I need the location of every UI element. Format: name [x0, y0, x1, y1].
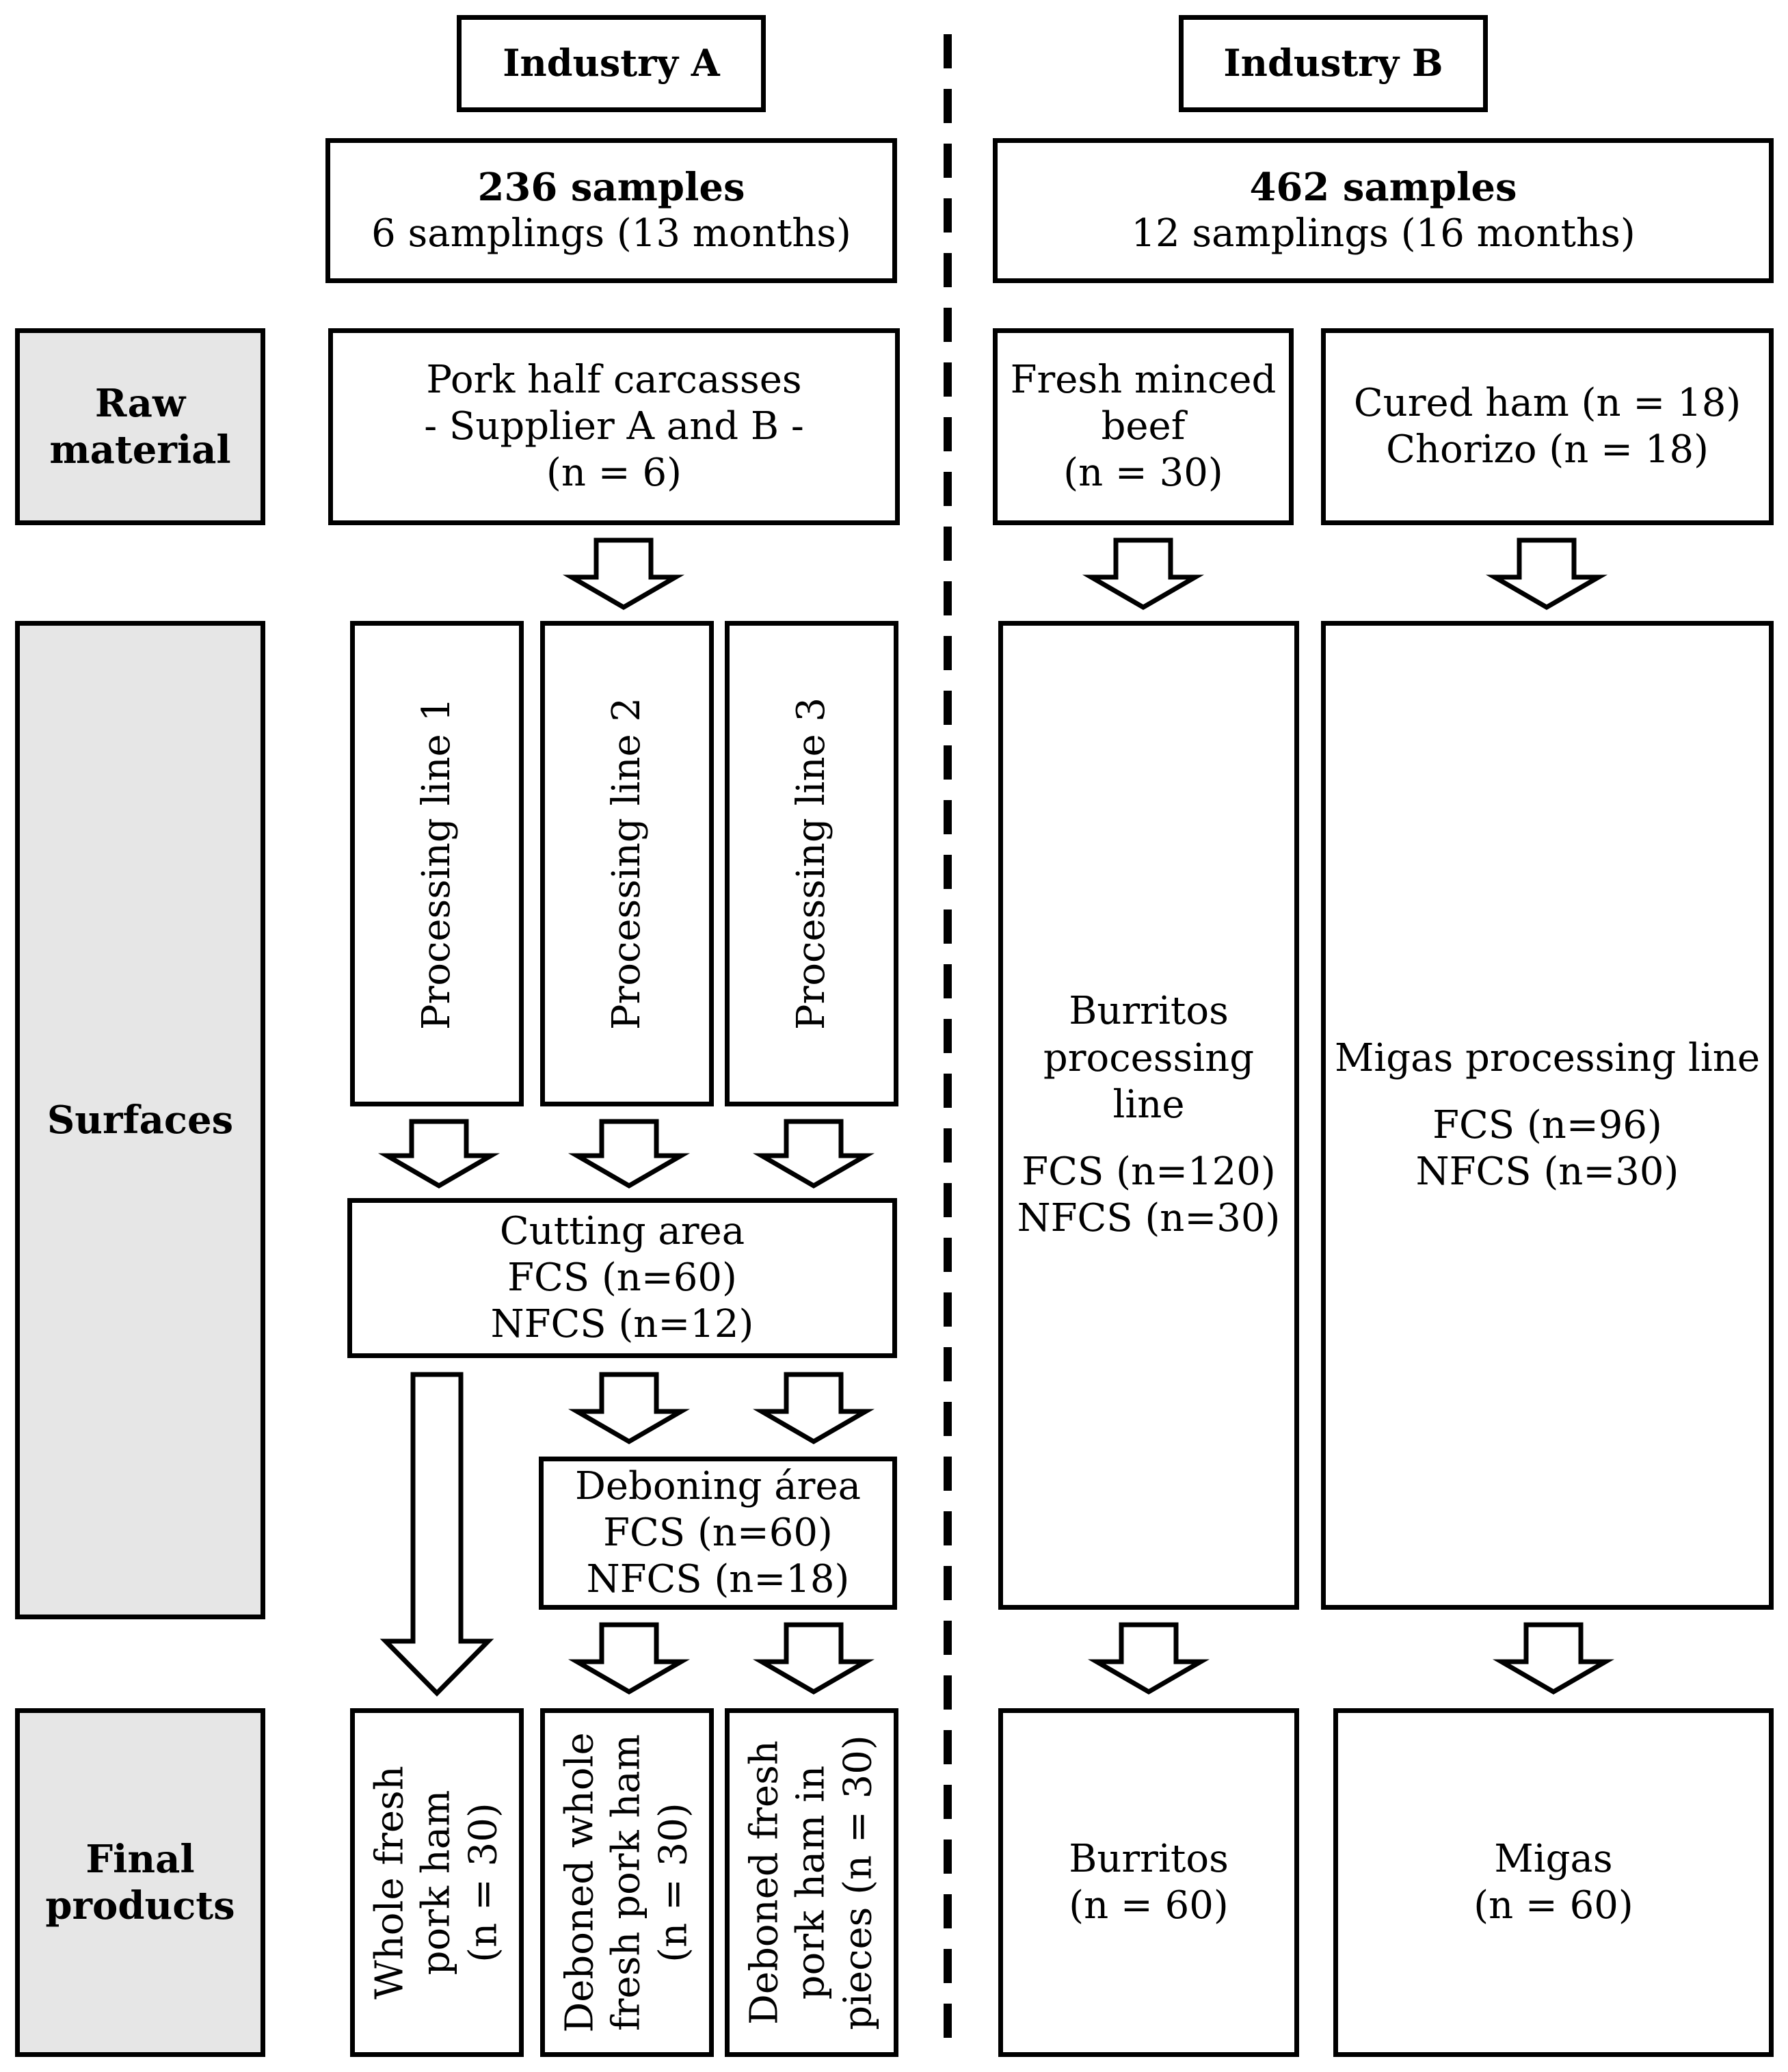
final-deboned-whole-ham: Deboned whole fresh pork ham (n = 30) [540, 1708, 714, 2057]
cutting-area-fcs: FCS (n=60) [507, 1255, 737, 1300]
migas-line-fcs: FCS (n=96) [1432, 1102, 1662, 1147]
arrow-down-icon [752, 1372, 875, 1445]
burritos-line-label-1: Burritos [1069, 989, 1229, 1034]
industry-b-title-text: Industry B [1223, 41, 1443, 85]
cutting-area: Cutting area FCS (n=60) NFCS (n=12) [347, 1198, 897, 1358]
industry-b-summary: 462 samples 12 samplings (16 months) [993, 138, 1774, 283]
arrow-down-icon [752, 1119, 875, 1189]
industry-a-samplings: 6 samplings (13 months) [371, 211, 851, 256]
deboning-area-fcs: FCS (n=60) [603, 1510, 833, 1555]
stage-final-products-line2: products [45, 1883, 235, 1928]
burritos-line-label-2: processing [1043, 1035, 1255, 1080]
processing-line-2: Processing line 2 [540, 621, 714, 1106]
raw-ham-chorizo: Cured ham (n = 18) Chorizo (n = 18) [1321, 328, 1774, 525]
migas-processing-line: Migas processing line FCS (n=96) NFCS (n… [1321, 621, 1774, 1610]
raw-pork-carcasses: Pork half carcasses - Supplier A and B -… [328, 328, 900, 525]
arrow-down-icon [562, 537, 685, 611]
stage-final-products-line1: Final [85, 1836, 195, 1882]
processing-line-3: Processing line 3 [725, 621, 898, 1106]
cutting-area-nfcs: NFCS (n=12) [490, 1302, 754, 1347]
arrow-down-icon [568, 1622, 691, 1695]
burritos-line-fcs: FCS (n=120) [1022, 1150, 1276, 1195]
raw-beef-n: (n = 30) [1063, 451, 1223, 496]
cutting-area-name: Cutting area [499, 1208, 745, 1253]
stage-raw-material-line2: material [49, 427, 231, 473]
industry-a-title: Industry A [457, 15, 766, 112]
final-burritos-n: (n = 60) [1069, 1883, 1229, 1928]
burritos-processing-line: Burritos processing line FCS (n=120) NFC… [998, 621, 1299, 1610]
arrow-down-icon [752, 1622, 875, 1695]
industry-a-summary: 236 samples 6 samplings (13 months) [325, 138, 897, 283]
arrow-down-icon [568, 1372, 691, 1445]
final-whole-fresh-ham: Whole fresh pork ham (n = 30) [350, 1708, 524, 2057]
stage-raw-material-line1: Raw [94, 380, 186, 426]
final-deboned-ham-pieces: Deboned fresh pork ham in pieces (n = 30… [725, 1708, 898, 2057]
final-migas: Migas (n = 60) [1333, 1708, 1774, 2057]
arrow-down-icon [568, 1119, 691, 1189]
final-migas-n: (n = 60) [1473, 1883, 1633, 1928]
deboning-area-name: Deboning área [575, 1463, 861, 1509]
arrow-down-icon [1087, 1622, 1210, 1695]
deboning-area: Deboning área FCS (n=60) NFCS (n=18) [539, 1457, 897, 1610]
arrow-down-icon [1492, 1622, 1615, 1695]
arrow-down-icon [377, 1119, 501, 1189]
stage-final-products: Final products [15, 1708, 265, 2057]
stage-surfaces-label: Surfaces [46, 1097, 234, 1143]
raw-minced-beef: Fresh minced beef (n = 30) [993, 328, 1294, 525]
raw-pork-name: Pork half carcasses [426, 357, 802, 402]
raw-beef-line1: Fresh minced [1010, 357, 1277, 402]
deboning-area-nfcs: NFCS (n=18) [586, 1557, 850, 1602]
industry-b-samples: 462 samples [1249, 164, 1517, 210]
burritos-line-label-3: line [1112, 1082, 1185, 1127]
migas-line-label: Migas processing line [1335, 1035, 1760, 1080]
industry-a-samples: 236 samples [477, 164, 745, 210]
raw-ham-line2: Chorizo (n = 18) [1386, 427, 1709, 472]
industry-b-samplings: 12 samplings (16 months) [1131, 211, 1636, 256]
processing-line-1: Processing line 1 [350, 621, 524, 1106]
industry-a-title-text: Industry A [503, 41, 720, 85]
industry-b-title: Industry B [1179, 15, 1488, 112]
raw-beef-line2: beef [1101, 403, 1186, 449]
raw-pork-n: (n = 6) [546, 451, 682, 496]
long-arrow-down-icon [379, 1372, 494, 1697]
stage-raw-material: Raw material [15, 328, 265, 525]
raw-pork-supplier: - Supplier A and B - [424, 403, 804, 449]
stage-surfaces: Surfaces [15, 621, 265, 1619]
arrow-down-icon [1485, 537, 1608, 611]
final-migas-name: Migas [1494, 1836, 1613, 1881]
final-burritos-name: Burritos [1069, 1836, 1229, 1881]
final-burritos: Burritos (n = 60) [998, 1708, 1299, 2057]
migas-line-nfcs: NFCS (n=30) [1415, 1150, 1679, 1195]
burritos-line-nfcs: NFCS (n=30) [1017, 1196, 1281, 1241]
raw-ham-line1: Cured ham (n = 18) [1353, 380, 1742, 425]
arrow-down-icon [1082, 537, 1205, 611]
